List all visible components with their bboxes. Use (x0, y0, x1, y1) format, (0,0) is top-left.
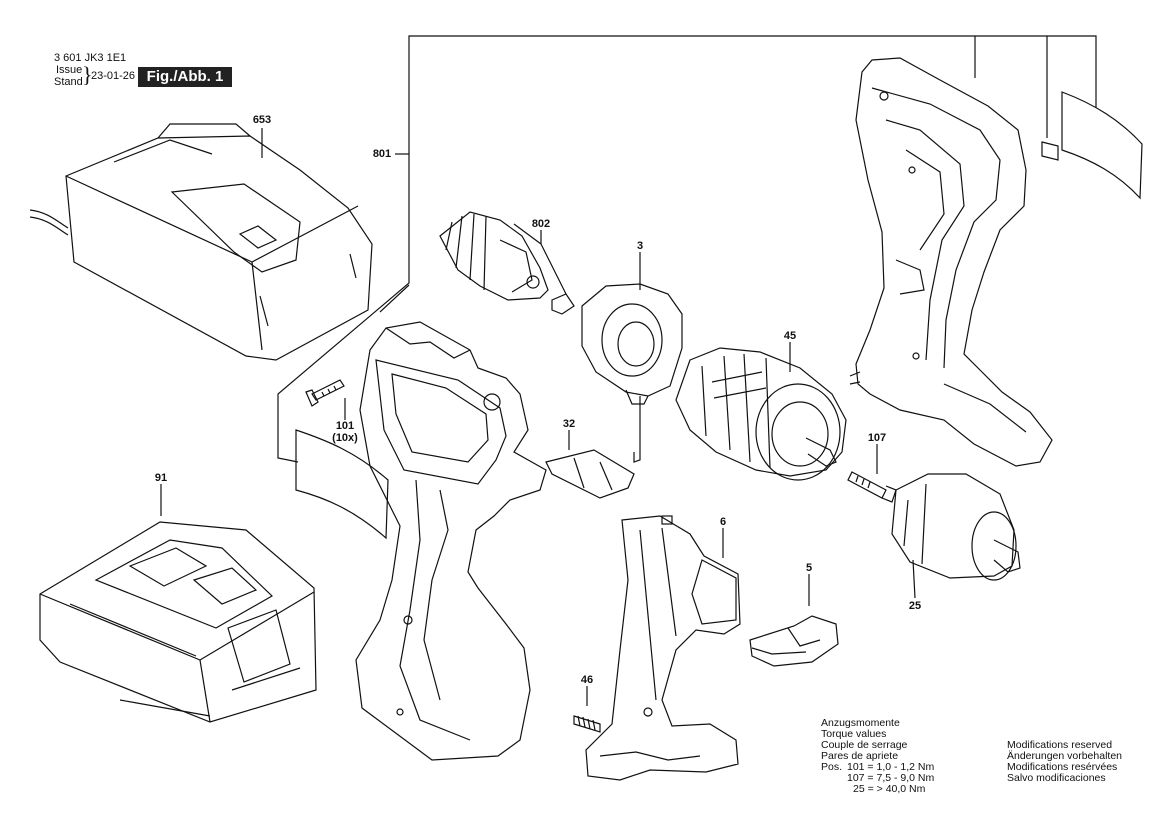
figure-label: Fig./Abb. 1 (138, 67, 232, 87)
left-housing-drawing (355, 321, 547, 761)
part-label-10x: (10x) (332, 432, 358, 444)
modifications-en: Modifications reserved (1007, 739, 1113, 751)
screw-107-drawing (847, 471, 897, 503)
brace-icon: } (82, 62, 93, 87)
armature-802-drawing (439, 211, 575, 315)
torque-title-de: Anzugsmomente (821, 717, 900, 729)
issue-label: Issue (56, 64, 83, 76)
charger-653-drawing (29, 123, 373, 361)
bracket-801-line (408, 35, 1097, 154)
part-label-6: 6 (719, 516, 727, 528)
battery-91-drawing (39, 521, 317, 723)
gearbox-45-drawing (675, 347, 847, 481)
torque-value-107: 107 = 7,5 - 9,0 Nm (847, 772, 935, 784)
part-label-801: 801 (372, 148, 392, 160)
torque-title-en: Torque values (821, 728, 887, 740)
part-label-25: 25 (908, 600, 922, 612)
label-card-left (295, 429, 389, 540)
small-label-right (1041, 141, 1059, 161)
part-label-45: 45 (783, 330, 797, 342)
torque-pos-label: Pos. (821, 761, 843, 773)
issue-date: 23-01-26 (91, 70, 136, 82)
slide-32-drawing (545, 449, 635, 499)
part-label-46: 46 (580, 674, 594, 686)
label-card-right (1061, 91, 1143, 200)
torque-title-es: Pares de apriete (821, 750, 899, 762)
part-label-91: 91 (154, 472, 168, 484)
screw-101-drawing (305, 379, 345, 407)
modifications-es: Salvo modificaciones (1007, 772, 1106, 784)
torque-value-101: 101 = 1,0 - 1,2 Nm (847, 761, 935, 773)
part-label-101: 101 (335, 420, 355, 432)
stand-label: Stand (54, 76, 83, 88)
motor-3-drawing (581, 283, 683, 463)
document-number: 3 601 JK3 1E1 (54, 52, 127, 64)
part-label-802: 802 (531, 218, 551, 230)
spring-46-drawing (573, 715, 601, 733)
chuck-25-drawing (891, 473, 1021, 581)
reverse-switch-5-drawing (749, 615, 839, 667)
right-housing-drawing (849, 57, 1053, 467)
modifications-de: Änderungen vorbehalten (1007, 750, 1123, 762)
part-label-653: 653 (252, 114, 272, 126)
part-label-5: 5 (805, 562, 813, 574)
switch-6-drawing (585, 515, 741, 781)
part-label-32: 32 (562, 418, 576, 430)
torque-value-25: 25 = > 40,0 Nm (853, 783, 926, 795)
part-label-3: 3 (636, 240, 644, 252)
part-label-107: 107 (867, 432, 887, 444)
torque-title-fr: Couple de serrage (821, 739, 908, 751)
modifications-fr: Modifications resérvées (1007, 761, 1118, 773)
